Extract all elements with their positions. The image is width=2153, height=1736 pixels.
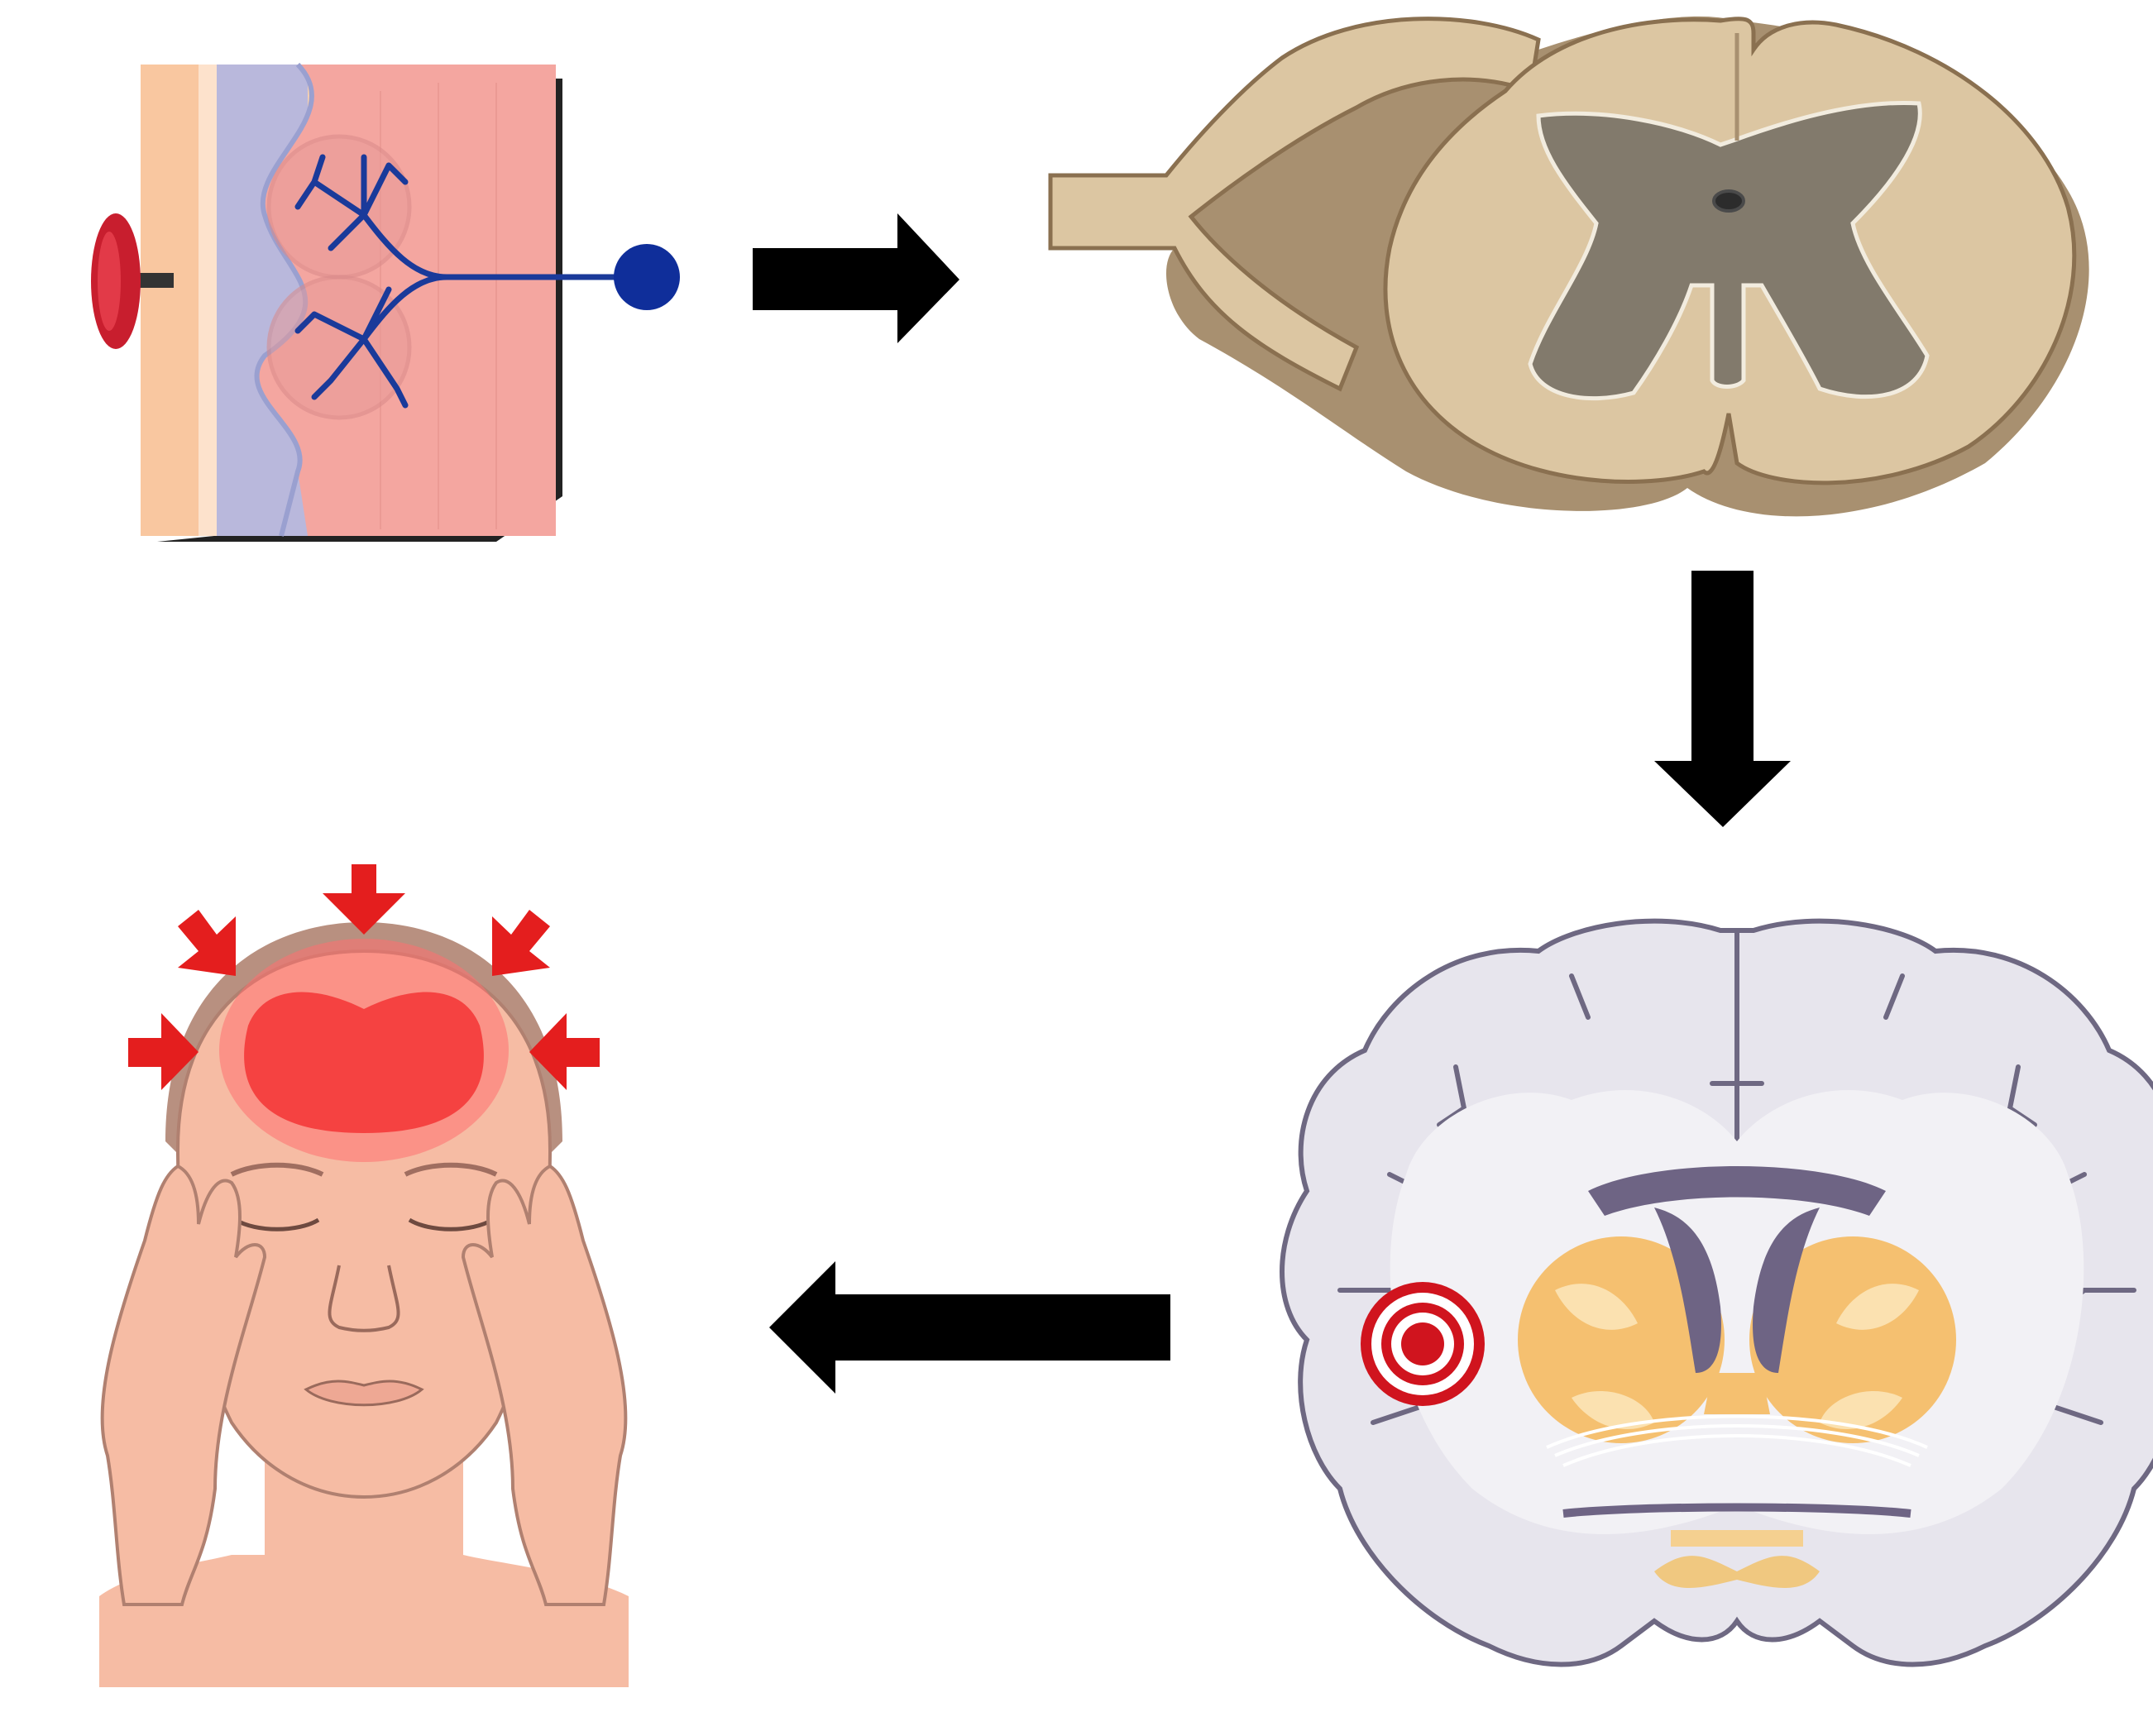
brain-coronal-section-icon: [1280, 918, 2153, 1667]
arrow-right: [753, 213, 959, 343]
pain-target-icon: [1361, 1282, 1485, 1406]
arrow-down: [1654, 571, 1791, 827]
headache-face-icon: [99, 864, 629, 1687]
skin-receptor-icon: [91, 62, 680, 542]
spinal-cord-section-icon: [1048, 16, 2089, 517]
arrow-left: [769, 1261, 1170, 1394]
